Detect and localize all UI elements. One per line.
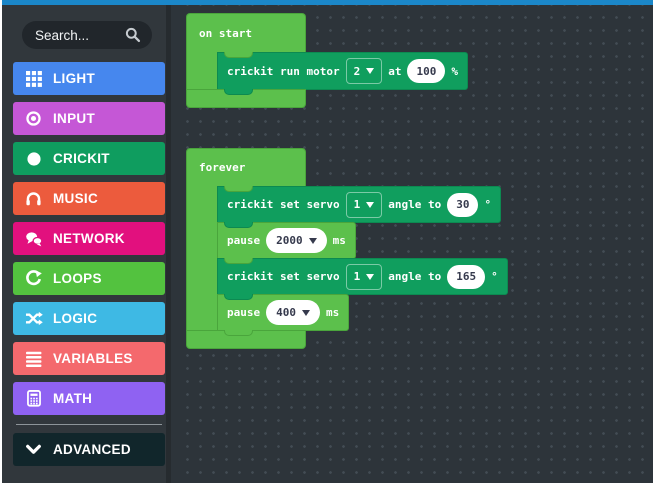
on-start-wall <box>186 52 217 90</box>
category-list: LIGHT INPUT CRICKIT <box>13 62 165 473</box>
category-label: LOGIC <box>53 311 98 326</box>
block-notch <box>224 89 253 95</box>
toolbox-sidebar: Search... LIGHT <box>2 5 171 483</box>
motor-speed-field[interactable]: 100 <box>407 59 446 83</box>
block-notch <box>224 222 253 228</box>
on-start-foot <box>186 89 306 108</box>
block-label: angle to <box>388 198 442 211</box>
unit-label: ms <box>326 306 340 319</box>
shuffle-icon <box>24 310 43 327</box>
pause-block[interactable]: pause 400 ms <box>217 294 350 331</box>
grid-icon <box>24 70 43 87</box>
block-notch <box>224 186 253 192</box>
crickit-run-motor-block[interactable]: crickit run motor 2 at 100 % <box>217 52 468 90</box>
pause-block[interactable]: pause 2000 ms <box>217 222 356 259</box>
on-start-stack: crickit run motor 2 at 100 % <box>217 52 468 90</box>
servo-angle-field[interactable]: 30 <box>447 192 479 217</box>
toolbox-divider <box>16 424 162 425</box>
unit-label: ° <box>491 270 498 283</box>
on-start-hat[interactable]: on start <box>186 13 306 52</box>
forever-foot <box>186 330 306 349</box>
sidebar-item-crickit[interactable]: CRICKIT <box>13 142 165 175</box>
sidebar-item-input[interactable]: INPUT <box>13 102 165 135</box>
forever-wall <box>186 186 217 332</box>
circle-icon <box>24 151 43 167</box>
sidebar-item-network[interactable]: NETWORK <box>13 222 165 255</box>
dropdown-caret-icon <box>302 309 310 316</box>
top-accent-bar <box>2 0 653 5</box>
search-icon <box>125 27 141 43</box>
sidebar-item-math[interactable]: MATH <box>13 382 165 415</box>
sidebar-item-loops[interactable]: LOOPS <box>13 262 165 295</box>
dropdown-caret-icon <box>366 201 375 208</box>
block-label: crickit set servo <box>227 270 340 283</box>
category-label: LOOPS <box>53 271 102 286</box>
block-label: crickit run motor <box>227 64 340 78</box>
servo-angle-field[interactable]: 165 <box>447 264 486 289</box>
headphones-icon <box>24 190 43 207</box>
sidebar-item-advanced[interactable]: ADVANCED <box>13 433 165 466</box>
sidebar-item-logic[interactable]: LOGIC <box>13 302 165 335</box>
crickit-set-servo-block[interactable]: crickit set servo 1 angle to 165 ° <box>217 258 508 295</box>
block-label: pause <box>227 306 261 319</box>
block-label: angle to <box>388 270 442 283</box>
category-label: MATH <box>53 391 93 406</box>
chat-icon <box>24 231 43 247</box>
workspace-canvas[interactable]: on start crickit run motor 2 at 100 % <box>176 5 653 483</box>
motor-number-dropdown[interactable]: 2 <box>345 58 383 84</box>
dropdown-caret-icon <box>366 68 375 74</box>
hat-label: forever <box>199 161 246 174</box>
servo-number-dropdown[interactable]: 1 <box>345 191 383 218</box>
search-input[interactable]: Search... <box>22 21 152 49</box>
unit-label: ° <box>484 198 492 211</box>
search-placeholder: Search... <box>35 27 90 43</box>
category-label: ADVANCED <box>53 442 131 457</box>
unit-label: % <box>451 64 458 78</box>
servo-number-dropdown[interactable]: 1 <box>345 263 383 290</box>
category-label: CRICKIT <box>53 151 110 166</box>
forever-stack: crickit set servo 1 angle to 30 ° pause <box>217 186 508 331</box>
hat-label: on start <box>199 26 252 40</box>
refresh-icon <box>24 270 43 287</box>
forever-hat[interactable]: forever <box>186 148 306 186</box>
block-label: crickit set servo <box>227 198 340 211</box>
lines-icon <box>24 351 43 367</box>
pause-duration-dropdown[interactable]: 400 <box>266 300 320 325</box>
category-label: MUSIC <box>53 191 98 206</box>
block-notch <box>224 52 253 58</box>
pause-duration-dropdown[interactable]: 2000 <box>266 228 327 253</box>
block-notch <box>224 330 253 336</box>
block-notch <box>224 294 253 300</box>
target-icon <box>24 110 43 127</box>
sidebar-item-variables[interactable]: VARIABLES <box>13 342 165 375</box>
category-label: INPUT <box>53 111 95 126</box>
calculator-icon <box>24 390 43 407</box>
category-label: VARIABLES <box>53 351 133 366</box>
chevron-down-icon <box>24 442 43 457</box>
category-label: LIGHT <box>53 71 95 86</box>
crickit-set-servo-block[interactable]: crickit set servo 1 angle to 30 ° <box>217 186 502 223</box>
dropdown-caret-icon <box>366 273 375 280</box>
dropdown-caret-icon <box>308 237 317 244</box>
sidebar-item-light[interactable]: LIGHT <box>13 62 165 95</box>
sidebar-item-music[interactable]: MUSIC <box>13 182 165 215</box>
category-label: NETWORK <box>53 231 125 246</box>
block-label: at <box>388 64 402 78</box>
block-label: pause <box>227 234 261 247</box>
block-notch <box>224 258 253 264</box>
unit-label: ms <box>332 234 346 247</box>
